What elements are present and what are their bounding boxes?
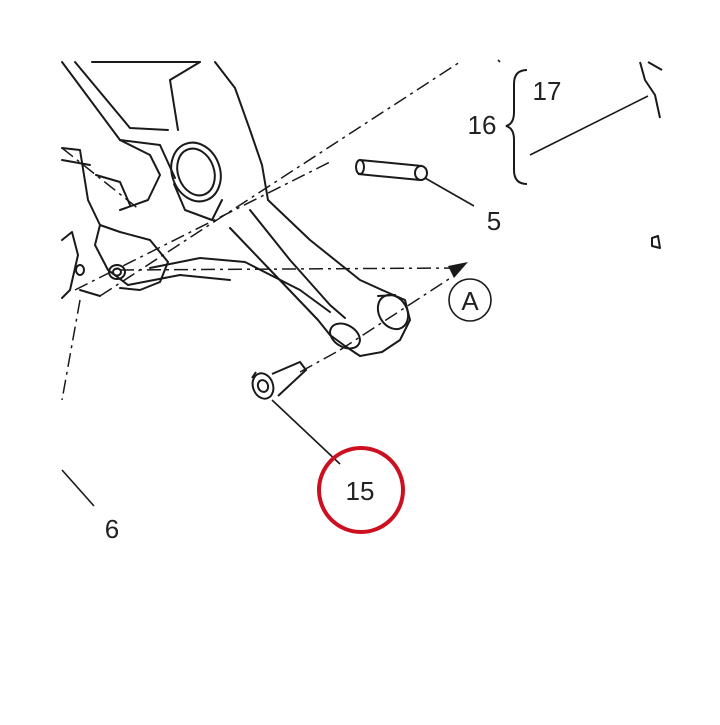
- leader-15: [271, 399, 341, 465]
- view-marker-label: A: [461, 286, 479, 316]
- view-marker-circle: [448, 278, 492, 322]
- callout-6: 6: [105, 514, 119, 544]
- callout-16: 16: [468, 110, 497, 140]
- callout-labels: 5 6 15 16 17: [105, 76, 562, 544]
- leader-16: [529, 95, 649, 156]
- direction-arrow: [448, 262, 468, 278]
- part-16-17-outline: [639, 61, 663, 249]
- pin-part-5: [355, 159, 428, 181]
- leader-top: [497, 59, 501, 63]
- callout-5: 5: [487, 206, 501, 236]
- bracket-body: [61, 61, 411, 357]
- leader-5: [424, 177, 475, 207]
- leader-6: [61, 469, 95, 507]
- view-marker-a: A: [448, 278, 492, 322]
- brace-16: [505, 69, 528, 185]
- highlight-ring-15: [317, 446, 405, 534]
- leader-lines: [61, 59, 649, 507]
- callout-15: 15: [346, 476, 375, 506]
- centerlines: [61, 61, 461, 401]
- callout-17: 17: [533, 76, 562, 106]
- bolt-part-15: [251, 360, 308, 400]
